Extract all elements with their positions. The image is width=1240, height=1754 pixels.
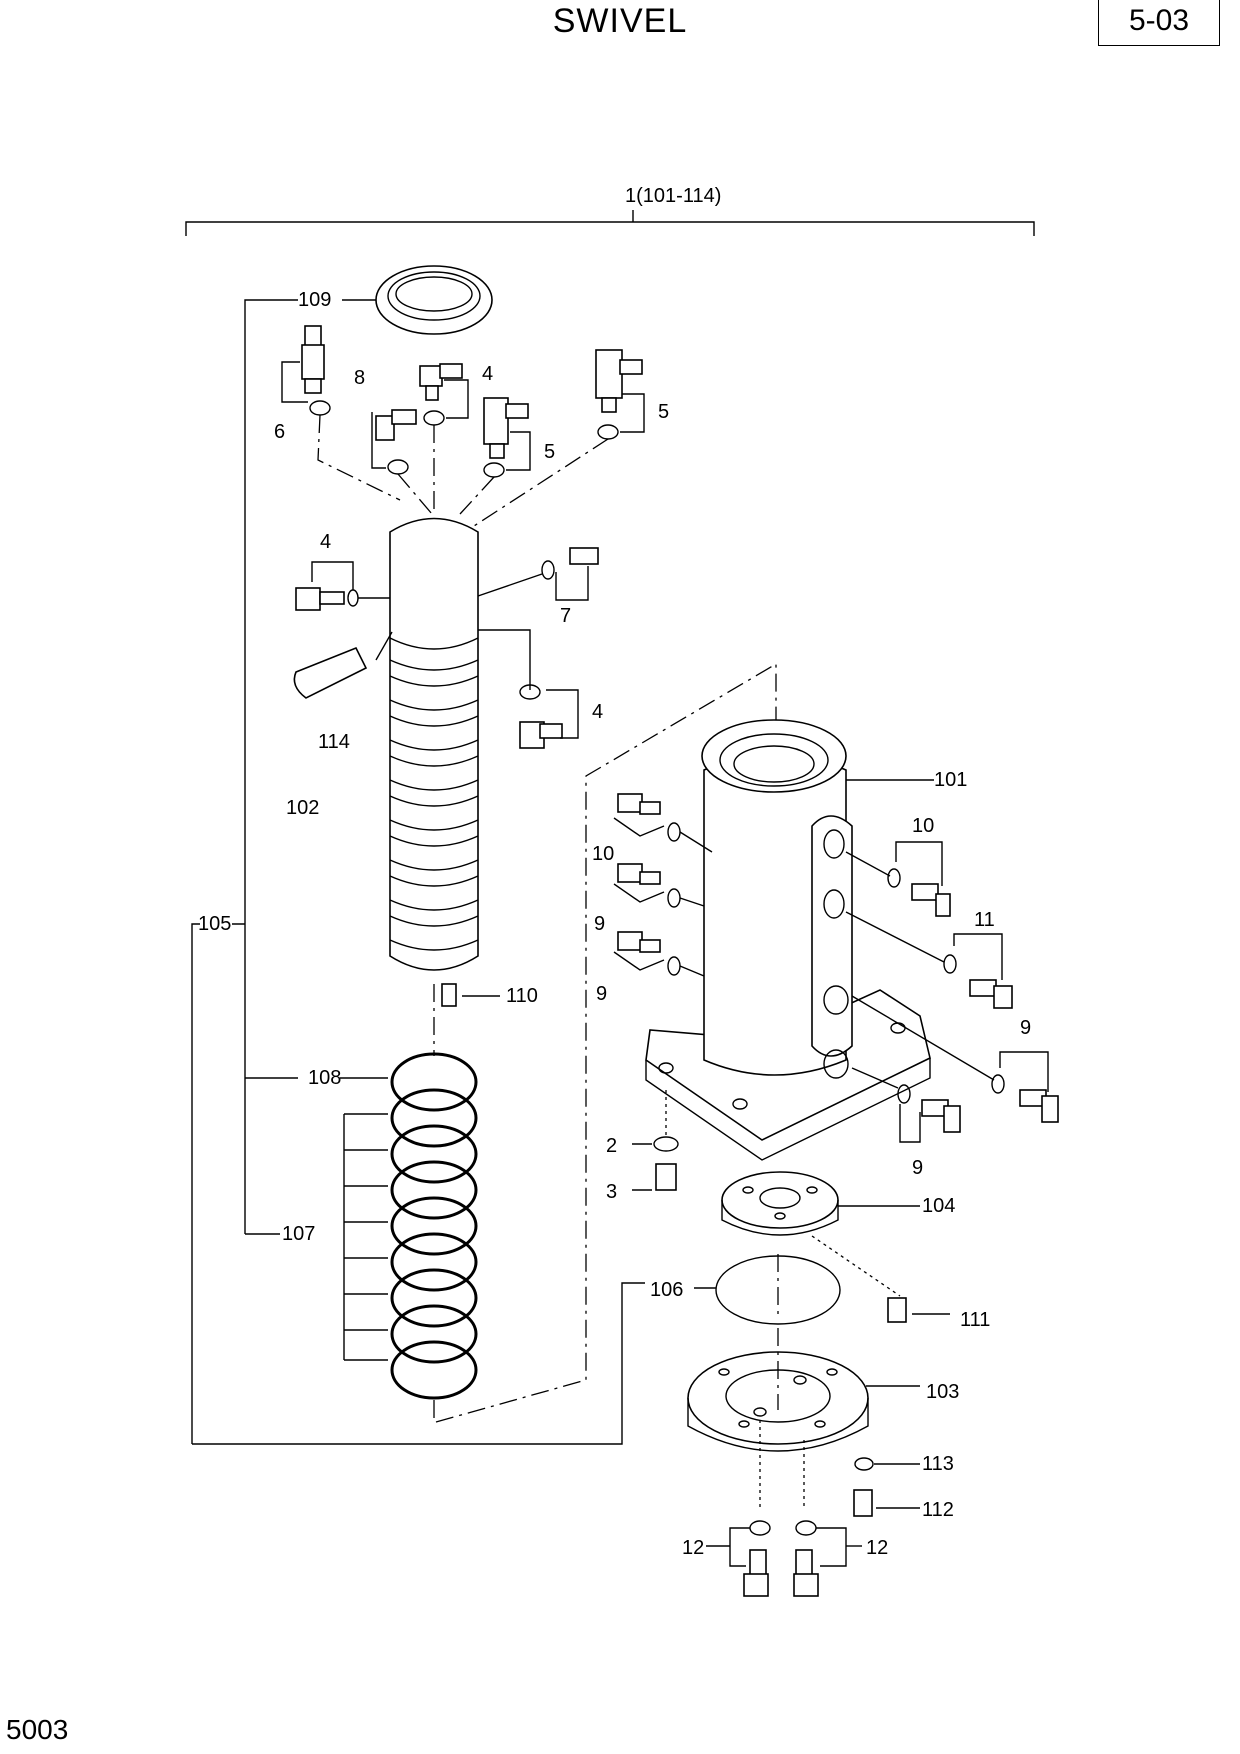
- callout-104: 104: [922, 1195, 955, 1217]
- shaft-top-leaders: [317, 414, 609, 527]
- left-port-fittings: [613, 793, 713, 977]
- plug-110: [441, 983, 500, 1007]
- callout-12-left: 12: [682, 1537, 704, 1559]
- page-title: SWIVEL: [552, 2, 688, 40]
- page-code-box: 5-03: [1098, 0, 1220, 46]
- right-port-fittings: [845, 841, 1059, 1143]
- assembly-bracket: 1(101-114): [185, 185, 1035, 236]
- fitting-7: [477, 547, 599, 601]
- callout-114: 114: [318, 731, 350, 753]
- bolt-111: [887, 1297, 950, 1323]
- callout-labels: 109 6 8 4 5 5 4 7 4 114 102 105 110 108 …: [198, 289, 1031, 1559]
- callout-3: 3: [606, 1181, 617, 1203]
- assembly-label: 1(101-114): [625, 185, 721, 207]
- callout-10-left: 10: [592, 843, 614, 865]
- dust-seal-109: [342, 265, 493, 335]
- swivel-body-101: [645, 719, 934, 1161]
- callout-8: 8: [354, 367, 365, 389]
- callout-103: 103: [926, 1381, 959, 1403]
- callout-4-right: 4: [592, 701, 603, 723]
- callout-4-left: 4: [320, 531, 331, 553]
- callout-7: 7: [560, 605, 571, 627]
- washer-2-bolt-3: [632, 1090, 679, 1191]
- callout-9-right: 9: [1020, 1017, 1031, 1039]
- callout-110: 110: [506, 985, 538, 1007]
- callout-108: 108: [308, 1067, 341, 1089]
- shaft-102: [389, 517, 479, 1056]
- callout-102: 102: [286, 797, 319, 819]
- pin-113-bolt-112: [853, 1457, 920, 1517]
- seal-106: [694, 1254, 841, 1325]
- callout-107: 107: [282, 1223, 315, 1245]
- plate-104: [721, 1171, 920, 1297]
- callout-112: 112: [922, 1499, 954, 1521]
- alignment-line: [435, 662, 777, 1423]
- fitting-4-right: [478, 629, 579, 749]
- callout-9-left-b: 9: [596, 983, 607, 1005]
- o-ring-stack: [340, 1052, 478, 1420]
- kit-bracket-lines: [191, 299, 645, 1445]
- callout-9-bottom: 9: [912, 1157, 923, 1179]
- callout-106: 106: [650, 1279, 683, 1301]
- callout-111: 111: [960, 1309, 990, 1331]
- callout-113: 113: [922, 1453, 954, 1475]
- callout-11: 11: [974, 909, 995, 931]
- callout-5-mid: 5: [544, 441, 555, 463]
- plug-114: [293, 631, 393, 699]
- callout-2: 2: [606, 1135, 617, 1157]
- callout-5-right: 5: [658, 401, 669, 423]
- flange-103: [687, 1328, 920, 1510]
- callout-9-left-a: 9: [594, 913, 605, 935]
- callout-6: 6: [274, 421, 285, 443]
- top-fittings: [281, 325, 645, 478]
- bottom-fittings-12: [706, 1520, 862, 1597]
- callout-101: 101: [934, 769, 967, 791]
- fitting-4-left: [295, 561, 390, 611]
- callout-12-right: 12: [866, 1537, 888, 1559]
- callout-105: 105: [198, 913, 231, 935]
- callout-109: 109: [298, 289, 331, 311]
- callout-4-top: 4: [482, 363, 493, 385]
- callout-10-right: 10: [912, 815, 934, 837]
- document-number: 5003: [6, 1714, 69, 1745]
